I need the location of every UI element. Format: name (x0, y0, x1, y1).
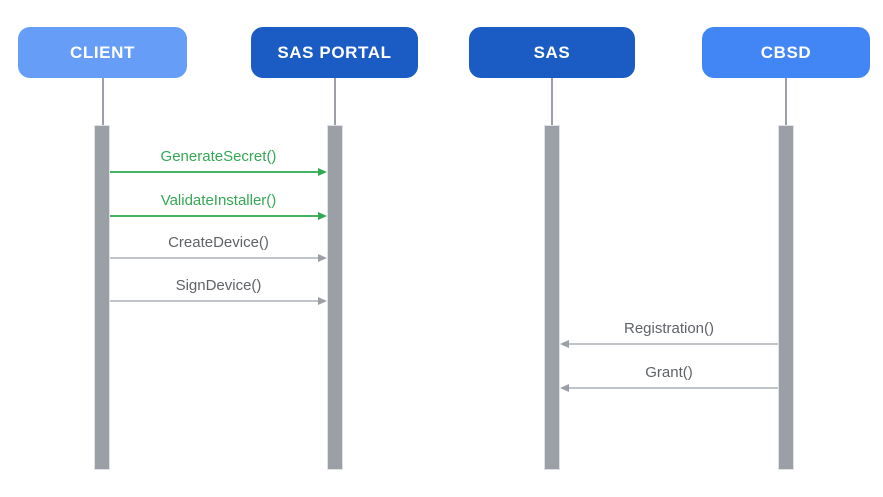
actor-cbsd: CBSD (702, 27, 870, 78)
message-line (568, 343, 778, 345)
message-line (110, 215, 319, 217)
arrowhead-right-icon (318, 253, 327, 262)
actor-sas: SAS (469, 27, 635, 78)
lifeline-cbsd (785, 78, 787, 125)
lifeline-client (102, 78, 104, 125)
message-label-signdevice: SignDevice() (175, 277, 262, 294)
message-label-createdevice: CreateDevice() (168, 234, 269, 251)
arrowhead-left-icon (560, 383, 569, 392)
message-label-grant: Grant() (645, 364, 693, 381)
message-line (110, 300, 319, 302)
lifeline-sas (551, 78, 553, 125)
arrowhead-left-icon (560, 339, 569, 348)
message-label-validateinstaller: ValidateInstaller() (160, 192, 277, 209)
activation-bar-client (94, 125, 110, 470)
arrowhead-right-icon (318, 296, 327, 305)
message-line (110, 257, 319, 259)
activation-bar-sas (544, 125, 560, 470)
actor-sas-portal: SAS PORTAL (251, 27, 418, 78)
message-label-registration: Registration() (623, 320, 715, 337)
activation-bar-sas-portal (327, 125, 343, 470)
activation-bar-cbsd (778, 125, 794, 470)
arrowhead-right-icon (318, 167, 327, 176)
arrowhead-right-icon (318, 211, 327, 220)
actor-client: CLIENT (18, 27, 187, 78)
lifeline-sas-portal (334, 78, 336, 125)
message-label-generatesecret: GenerateSecret() (160, 148, 277, 165)
message-line (568, 387, 778, 389)
message-line (110, 171, 319, 173)
